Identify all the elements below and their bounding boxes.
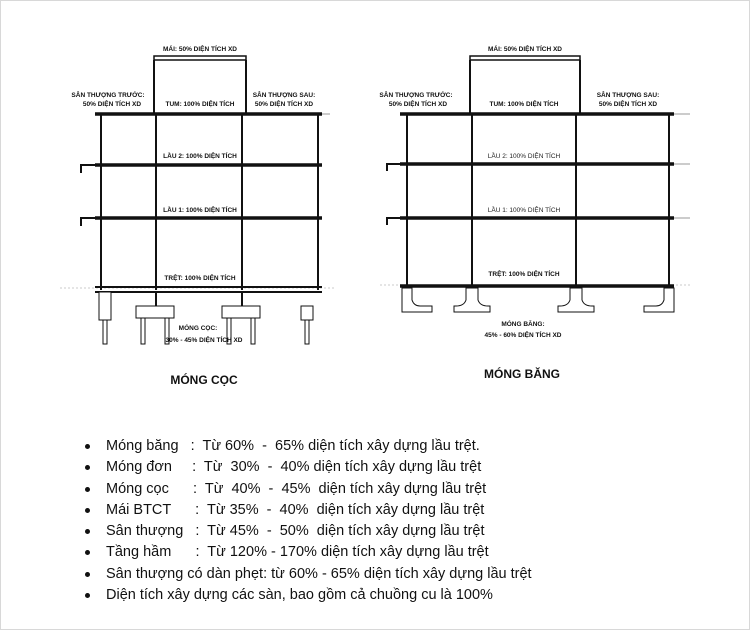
strip-foundation-labels: MÁI: 50% DIỆN TÍCH XD SÂN THƯỢNG TRƯỚC: …: [379, 44, 659, 381]
foundation-ratio-list: Móng băng : Từ 60% - 65% diện tích xây d…: [84, 436, 724, 606]
pile-foundation-labels: MÁI: 50% DIỆN TÍCH XD SÂN THƯỢNG TRƯỚC: …: [71, 44, 315, 387]
right-foundation-label-2: 45% - 60% DIỆN TÍCH XD: [485, 330, 562, 339]
list-item: Diện tích xây dựng các sàn, bao gồm cả c…: [84, 585, 724, 606]
right-roof-label: MÁI: 50% DIỆN TÍCH XD: [488, 44, 562, 53]
list-item: Móng băng : Từ 60% - 65% diện tích xây d…: [84, 436, 724, 457]
strip-foundation-diagram: [380, 55, 690, 313]
right-caption: MÓNG BĂNG: [484, 366, 560, 381]
roof-parapet: [469, 55, 581, 61]
right-front-terrace-label-2: 50% DIỆN TÍCH XD: [389, 99, 447, 108]
left-front-terrace-label-1: SÂN THƯỢNG TRƯỚC:: [71, 90, 144, 99]
left-back-terrace-label-1: SÂN THƯỢNG SAU:: [253, 90, 316, 99]
foundation-diagrams: MÁI: 50% DIỆN TÍCH XD SÂN THƯỢNG TRƯỚC: …: [60, 44, 690, 387]
left-floor2-label: LẦU 2: 100% DIỆN TÍCH: [163, 150, 237, 160]
right-back-terrace-label-1: SÂN THƯỢNG SAU:: [597, 90, 660, 99]
left-ground-label: TRỆT: 100% DIỆN TÍCH: [164, 273, 235, 282]
list-item: Móng đơn : Từ 30% - 40% diện tích xây dự…: [84, 457, 724, 478]
right-front-terrace-label-1: SÂN THƯỢNG TRƯỚC:: [379, 90, 452, 99]
list-item: Móng cọc : Từ 40% - 45% diện tích xây dự…: [84, 479, 724, 500]
left-caption: MÓNG CỌC: [170, 372, 238, 387]
roof-parapet: [153, 55, 247, 61]
left-front-terrace-label-2: 50% DIỆN TÍCH XD: [83, 99, 141, 108]
left-tum-label: TUM: 100% DIỆN TÍCH: [166, 99, 235, 108]
right-tum-label: TUM: 100% DIỆN TÍCH: [490, 99, 559, 108]
left-foundation-label-2: 30% - 45% DIỆN TÍCH XD: [166, 335, 243, 344]
list-item: Tầng hầm : Từ 120% - 170% diện tích xây …: [84, 542, 724, 563]
list-item: Sân thượng : Từ 45% - 50% diện tích xây …: [84, 521, 724, 542]
left-floor1-label: LẦU 1: 100% DIỆN TÍCH: [163, 204, 237, 214]
left-foundation-label-1: MÓNG CỌC:: [179, 323, 218, 332]
pile-foundation-diagram: [60, 55, 335, 345]
list-item: Mái BTCT : Từ 35% - 40% diện tích xây dự…: [84, 500, 724, 521]
right-floor1-label: LẦU 1: 100% DIỆN TÍCH: [488, 204, 561, 214]
list-item: Sân thượng có dàn phẹt: từ 60% - 65% diệ…: [84, 564, 724, 585]
left-back-terrace-label-2: 50% DIỆN TÍCH XD: [255, 99, 313, 108]
right-floor2-label: LẦU 2: 100% DIỆN TÍCH: [488, 150, 561, 160]
right-ground-label: TRỆT: 100% DIỆN TÍCH: [488, 269, 559, 278]
right-back-terrace-label-2: 50% DIỆN TÍCH XD: [599, 99, 657, 108]
left-roof-label: MÁI: 50% DIỆN TÍCH XD: [163, 44, 237, 53]
right-foundation-label-1: MÓNG BĂNG:: [501, 319, 544, 328]
